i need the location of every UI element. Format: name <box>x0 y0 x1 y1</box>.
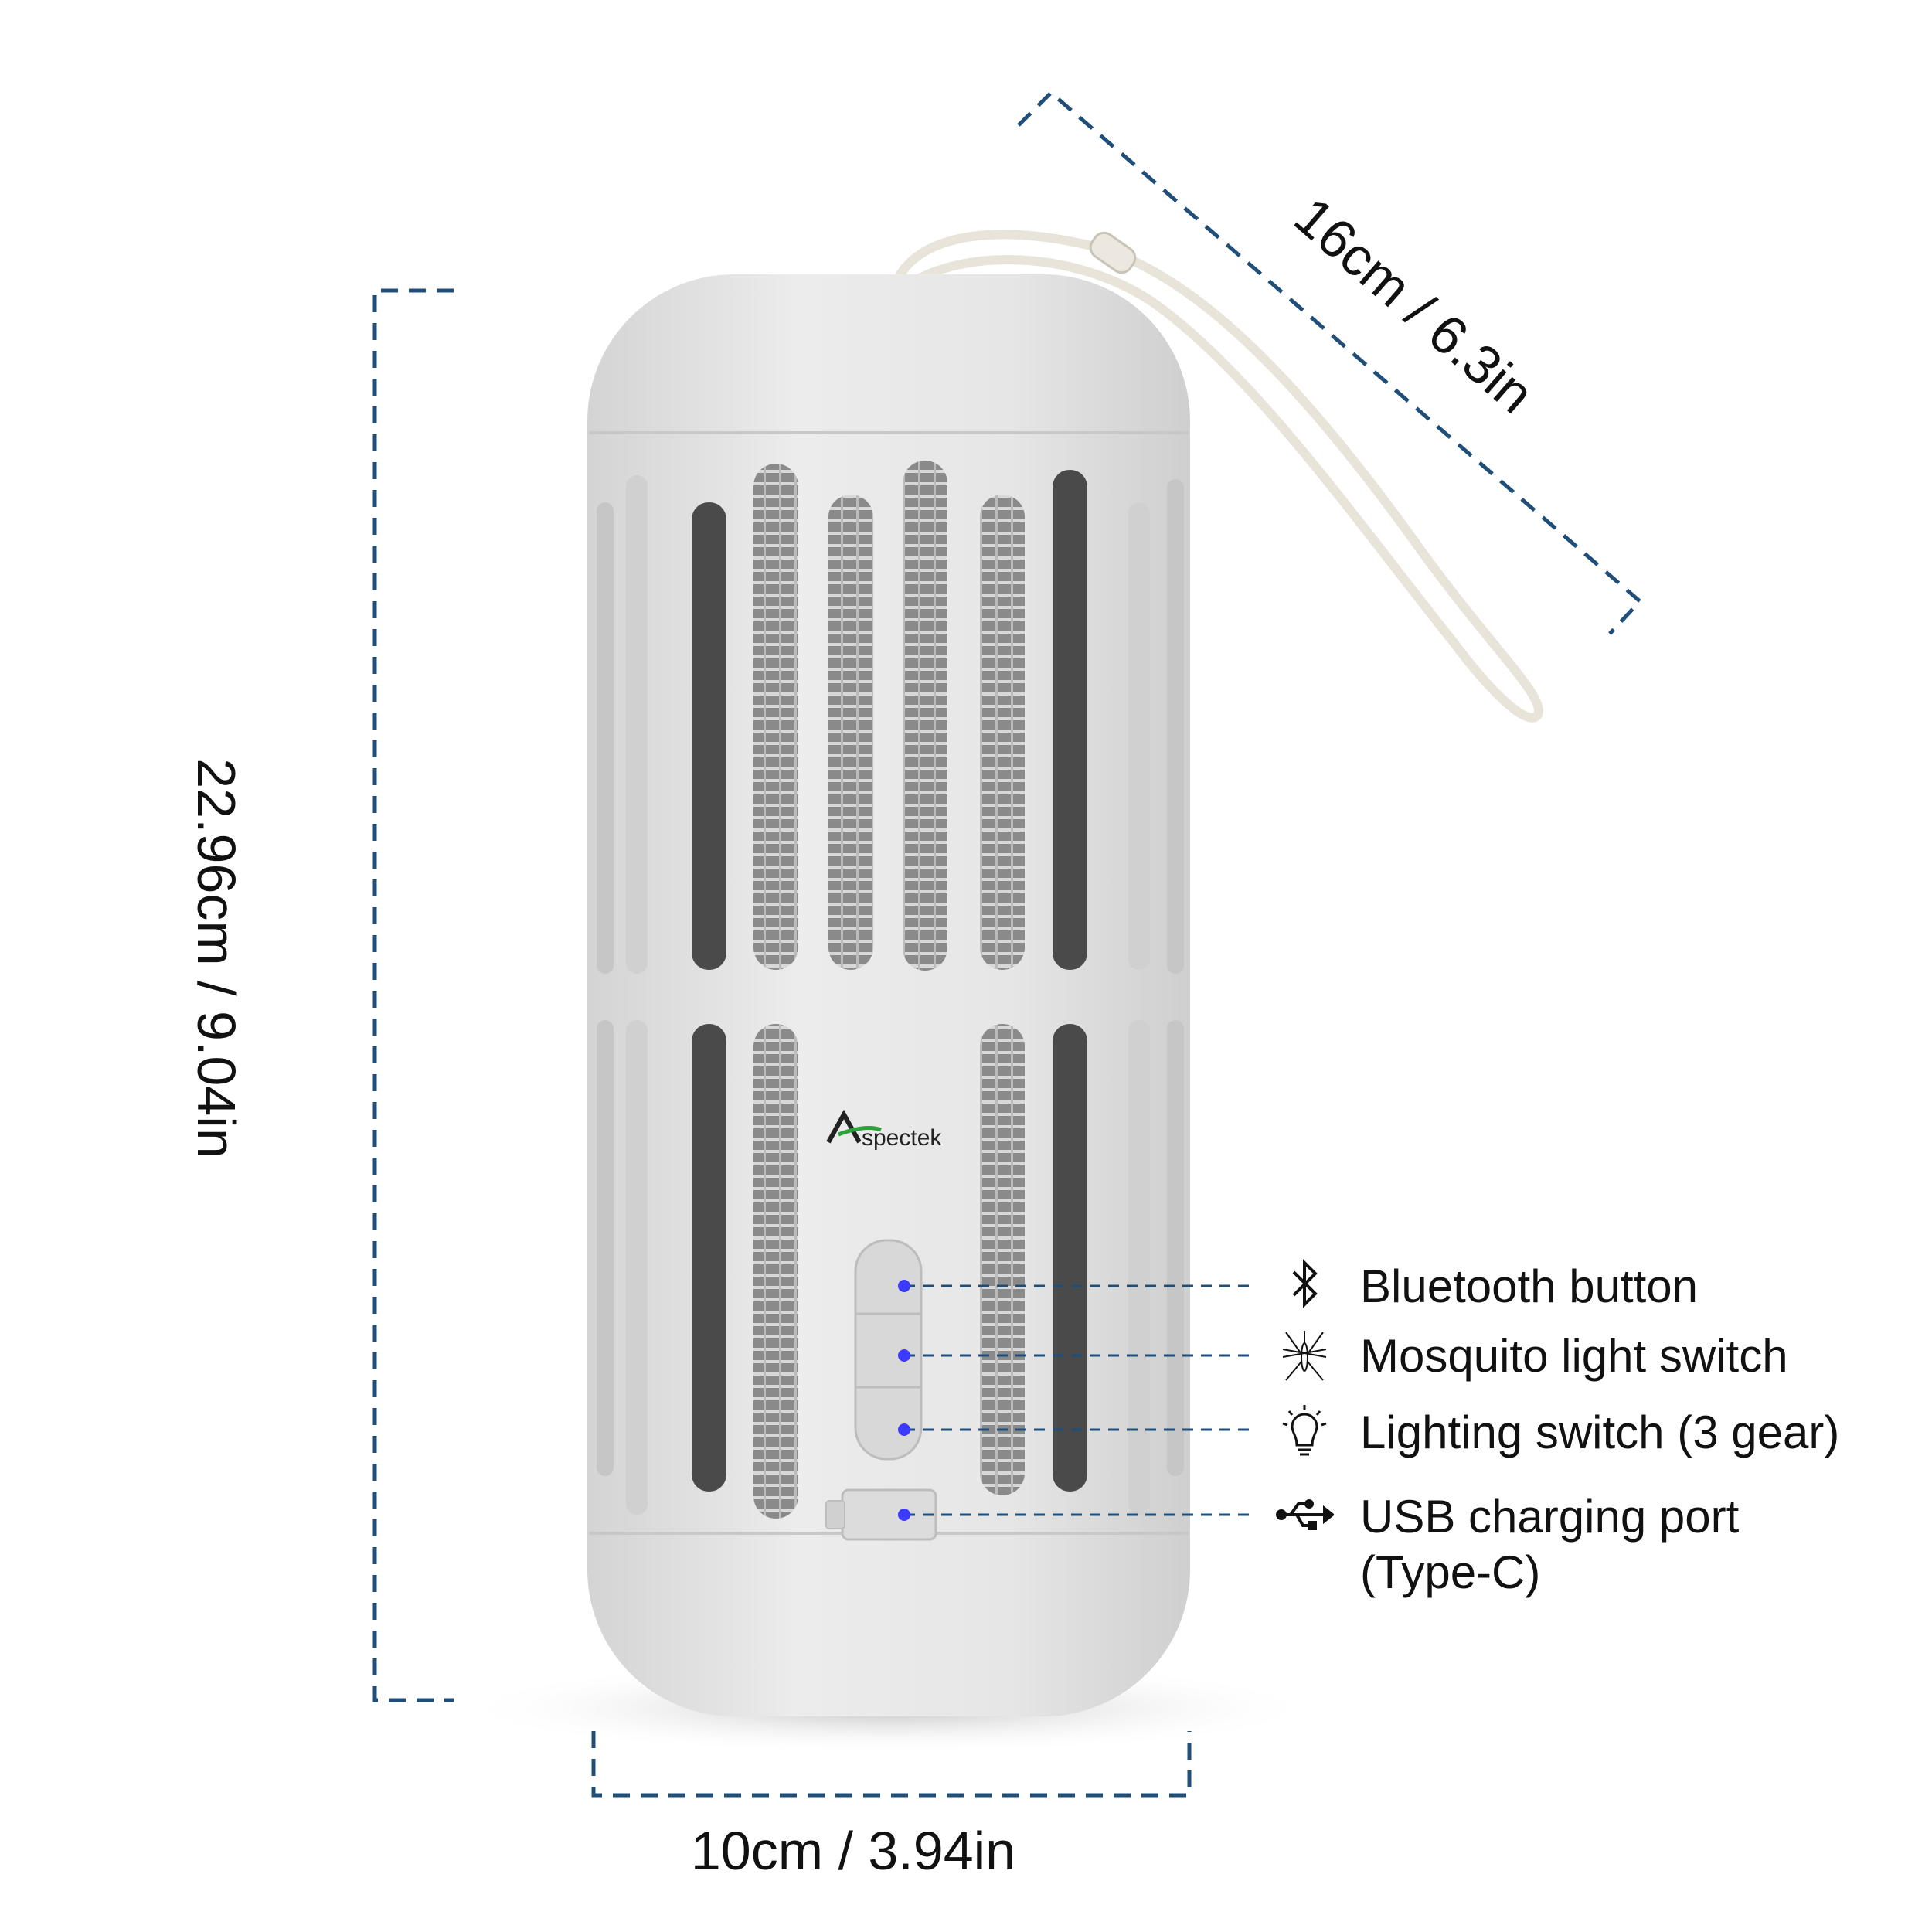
usb-port-cover <box>841 1488 937 1541</box>
length-dimension-line <box>1017 90 1643 635</box>
width-dimension-label: 10cm / 3.94in <box>690 1821 1016 1881</box>
usb-type-c-label: (Type-C) <box>1360 1546 1541 1598</box>
upper-slots <box>597 461 1184 974</box>
strap-clip <box>1089 231 1137 274</box>
lower-slots <box>597 1020 1184 1519</box>
callout-dots <box>898 1280 910 1521</box>
bluetooth-button-label: Bluetooth button <box>1360 1260 1699 1312</box>
width-dimension-line <box>591 1731 1192 1798</box>
lighting-switch-label: Lighting switch (3 gear) <box>1360 1406 1840 1458</box>
svg-text:spectek: spectek <box>862 1125 942 1151</box>
mosquito-light-switch-label: Mosquito light switch <box>1360 1330 1788 1382</box>
height-dimension-line <box>372 288 454 1702</box>
mosquito-icon <box>1282 1331 1327 1381</box>
usb-icon <box>1276 1499 1334 1530</box>
height-dimension-label: 22.96cm / 9.04in <box>186 758 247 1158</box>
callout-leaders <box>904 1284 1249 1516</box>
usb-charging-port-label: USB charging port <box>1360 1491 1740 1543</box>
bluetooth-icon <box>1292 1259 1318 1308</box>
button-panel <box>854 1239 923 1461</box>
brand-logo: spectek <box>826 1109 942 1151</box>
lightbulb-icon <box>1282 1405 1327 1456</box>
